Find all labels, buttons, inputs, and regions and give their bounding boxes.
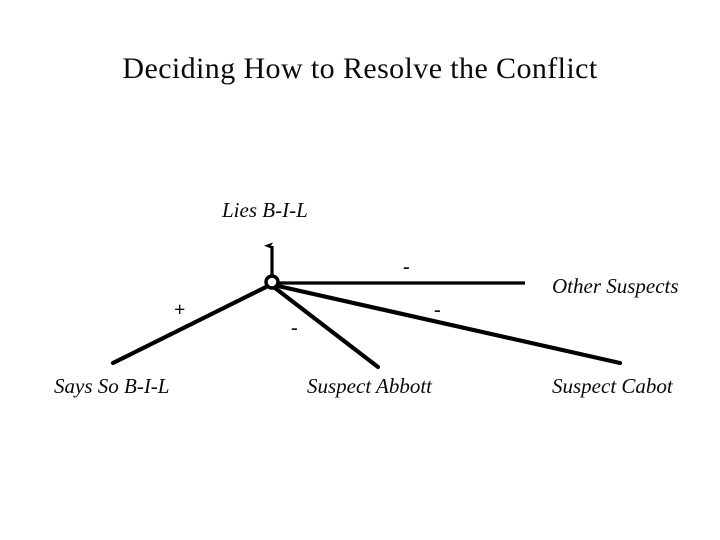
page-title: Deciding How to Resolve the Conflict — [122, 52, 598, 85]
edge-sign-suspect-cabot: - — [434, 299, 441, 321]
edge-suspect-cabot — [275, 283, 623, 366]
edge-sign-suspect-abbott: - — [291, 317, 298, 339]
node-label-suspect-cabot: Suspect Cabot — [552, 374, 673, 398]
edge-suspect-abbott — [272, 285, 381, 370]
node-label-lies-bil: Lies B-I-L — [222, 198, 308, 222]
edge-sign-other-suspects: - — [403, 256, 410, 278]
decision-hub-node — [264, 274, 280, 290]
node-label-other-suspects: Other Suspects — [552, 274, 679, 298]
node-label-says-so-bil: Says So B-I-L — [54, 374, 170, 398]
node-label-suspect-abbott: Suspect Abbott — [307, 374, 433, 398]
edge-sign-says-so-bil: + — [174, 299, 186, 321]
edge-says-so-bil — [110, 284, 269, 366]
